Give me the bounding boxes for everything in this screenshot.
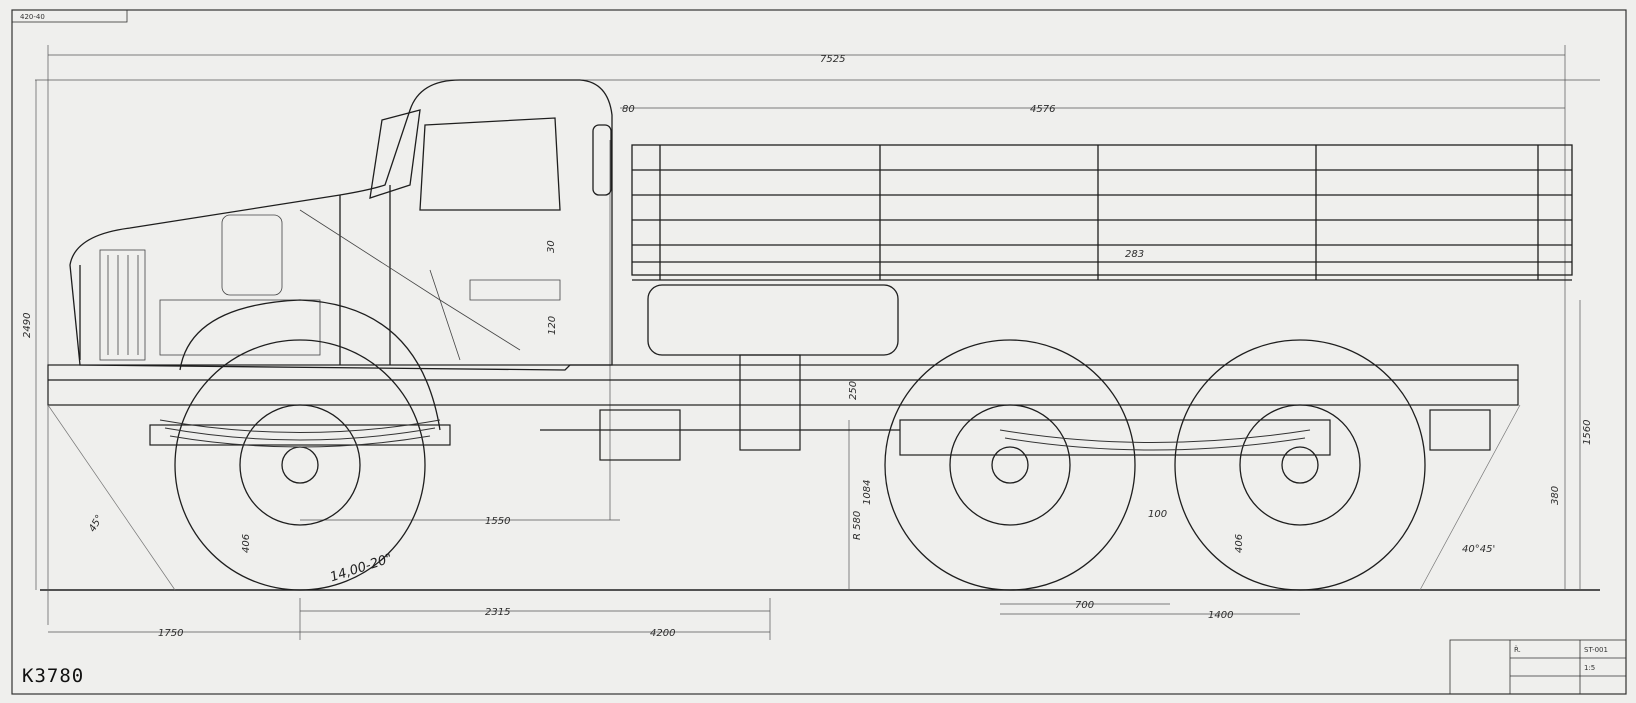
title-block-line1: Ř. (1514, 645, 1521, 654)
dim-front-axle-to-cab: 1550 (485, 516, 510, 527)
title-block-line2: ST-001 (1584, 646, 1608, 654)
dim-wheelbase-total: 4200 (650, 628, 675, 639)
front-wheel (174, 339, 426, 591)
angle-lines (47, 404, 1521, 591)
dim-cab-b: 120 (547, 316, 558, 335)
dim-frame-depth: 250 (848, 381, 859, 400)
dim-front-to-mid: 2315 (485, 607, 510, 618)
chassis-frame (47, 354, 1519, 461)
front-wheel-arch (179, 299, 441, 431)
middle-wheel (884, 339, 1136, 591)
cab (69, 79, 613, 371)
dim-axle-gap: 100 (1148, 509, 1167, 520)
top-left-stamp: 420-40 (20, 13, 45, 21)
rear-wheel (1174, 339, 1426, 591)
archive-mark: K3780 (22, 665, 84, 687)
top-left-stamp-box (11, 9, 128, 23)
wheels (174, 339, 1426, 591)
dim-bogie-half: 700 (1075, 600, 1094, 611)
sheet-border (11, 9, 1627, 695)
leaf-springs (159, 419, 1311, 451)
title-block-line3: 1:5 (1584, 664, 1595, 672)
dim-departure-angle: 40°45' (1462, 544, 1495, 555)
dim-clearance-front: 406 (241, 534, 252, 553)
dim-center-height: 1084 (862, 480, 873, 505)
dim-body-length: 4576 (1030, 104, 1055, 115)
cargo-body (631, 144, 1573, 356)
dim-overall-length: 7525 (820, 54, 845, 65)
title-block (1449, 639, 1627, 695)
dim-clearance-mid: 406 (1234, 534, 1245, 553)
dim-front-overhang: 1750 (158, 628, 183, 639)
dim-body-slat: 283 (1125, 249, 1144, 260)
dim-body-gap: 80 (622, 104, 635, 115)
dim-overall-height: 2490 (22, 313, 33, 338)
engine-details (99, 209, 561, 361)
dim-cab-a: 30 (546, 240, 557, 253)
dim-bogie-spacing: 1400 (1208, 610, 1233, 621)
dimension-lines (35, 45, 1600, 640)
dim-frame-height: 1560 (1582, 420, 1593, 445)
dim-turning-radius: R 580 (852, 511, 863, 540)
dim-approach-angle: 45° (87, 513, 105, 534)
dim-clearance-rear: 380 (1550, 486, 1561, 505)
dim-tire-size: 14,00-20" (328, 551, 394, 585)
